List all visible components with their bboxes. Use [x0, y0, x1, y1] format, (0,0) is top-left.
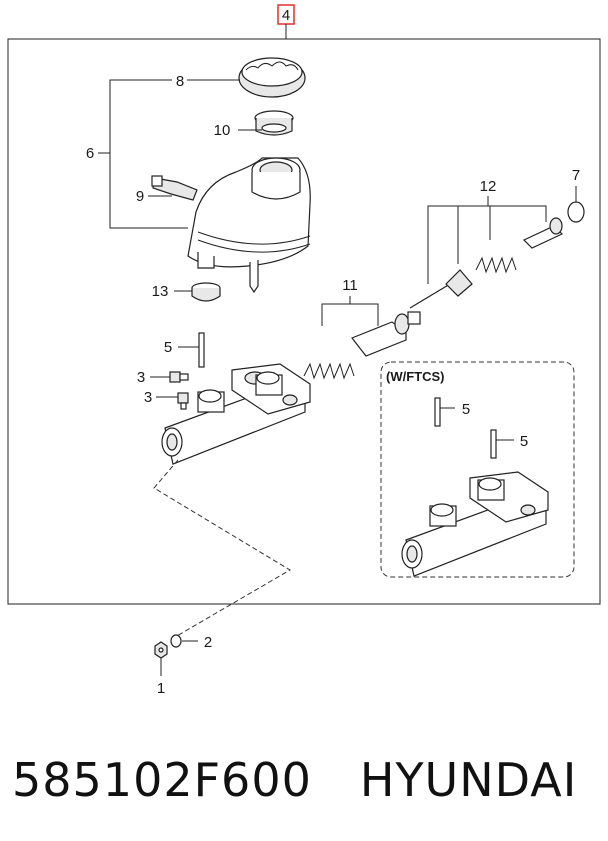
ftcs-variant-label: (W/FTCS): [386, 369, 444, 384]
callout-6: 6: [86, 145, 94, 162]
strainer: [254, 110, 294, 136]
reservoir-tank: [187, 157, 311, 294]
callout-12: 12: [480, 178, 497, 195]
ftcs-master-cylinder: [401, 471, 549, 577]
ftcs-roll-pin-1: [434, 397, 441, 427]
callout-1: 1: [157, 680, 165, 697]
callout-7: 7: [572, 167, 580, 184]
part-number: 585102F600: [12, 753, 312, 807]
diagram-frame: [7, 38, 601, 605]
callout-5-ftcs-2: 5: [520, 433, 528, 450]
secondary-piston-rod: [409, 283, 451, 309]
mounting-guide-line: [153, 459, 291, 641]
primary-piston: [351, 311, 421, 357]
callout-3-upper: 3: [137, 369, 145, 386]
brand-name: HYUNDAI: [359, 753, 578, 807]
secondary-piston: [522, 217, 564, 249]
callout-2: 2: [204, 634, 212, 651]
washer: [170, 634, 182, 648]
callout-9: 9: [136, 188, 144, 205]
secondary-spring: [475, 256, 517, 274]
return-spring: [303, 362, 355, 380]
ftcs-roll-pin-2: [490, 429, 497, 459]
parts-diagram: 4 8 10 6 9 13: [7, 4, 601, 697]
secondary-piston-cup: [445, 269, 473, 297]
master-cylinder-body: [161, 363, 311, 465]
callout-11: 11: [342, 277, 358, 294]
part-caption: 585102F600 HYUNDAI: [12, 740, 602, 820]
callout-5-ftcs-1: 5: [462, 401, 470, 418]
callout-8: 8: [176, 73, 184, 90]
nut: [154, 641, 168, 659]
assembly-ref-label: 4: [282, 7, 290, 24]
level-sensor: [151, 175, 198, 201]
roll-pin: [198, 332, 205, 368]
callout-13: 13: [152, 283, 169, 300]
callout-5-main: 5: [164, 339, 172, 356]
reservoir-cap: [238, 57, 306, 98]
stopper-bolt-upper: [169, 371, 189, 383]
callout-10: 10: [214, 122, 231, 139]
callout-3-lower: 3: [144, 389, 152, 406]
o-ring: [567, 201, 585, 223]
reservoir-seal: [191, 282, 221, 302]
stopper-bolt-lower: [177, 392, 189, 410]
